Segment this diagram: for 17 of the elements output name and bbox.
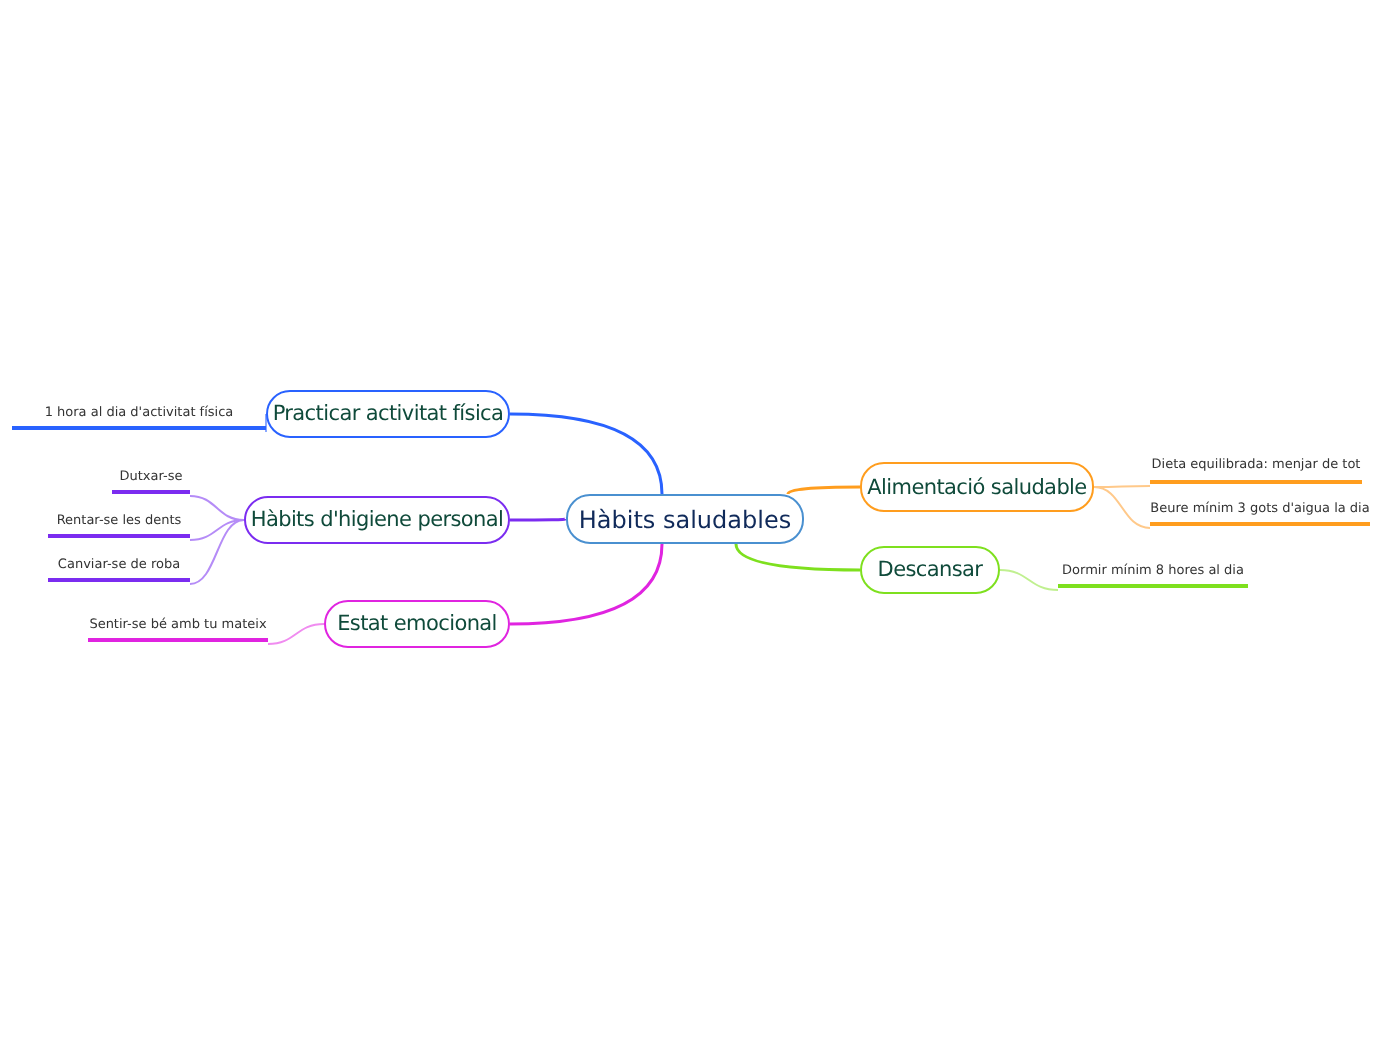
branch-line xyxy=(267,623,325,645)
branch-line xyxy=(1093,486,1151,529)
branch-line xyxy=(509,412,664,495)
topic-node: Descansar xyxy=(860,546,1000,594)
topic-node: Estat emocional xyxy=(324,600,510,648)
central-topic: Hàbits saludables xyxy=(566,494,804,544)
branch-line xyxy=(510,517,567,522)
topic-node: Alimentació saludable xyxy=(860,462,1094,512)
branch-line xyxy=(509,543,664,626)
branch-line xyxy=(734,543,860,572)
topic-node: Hàbits d'higiene personal xyxy=(244,496,510,544)
branch-line xyxy=(786,485,860,495)
branch-line xyxy=(189,519,245,585)
branch-line xyxy=(189,519,245,541)
branch-line xyxy=(1093,485,1151,488)
topic-node: Practicar activitat física xyxy=(266,390,510,438)
branch-line xyxy=(999,569,1059,591)
